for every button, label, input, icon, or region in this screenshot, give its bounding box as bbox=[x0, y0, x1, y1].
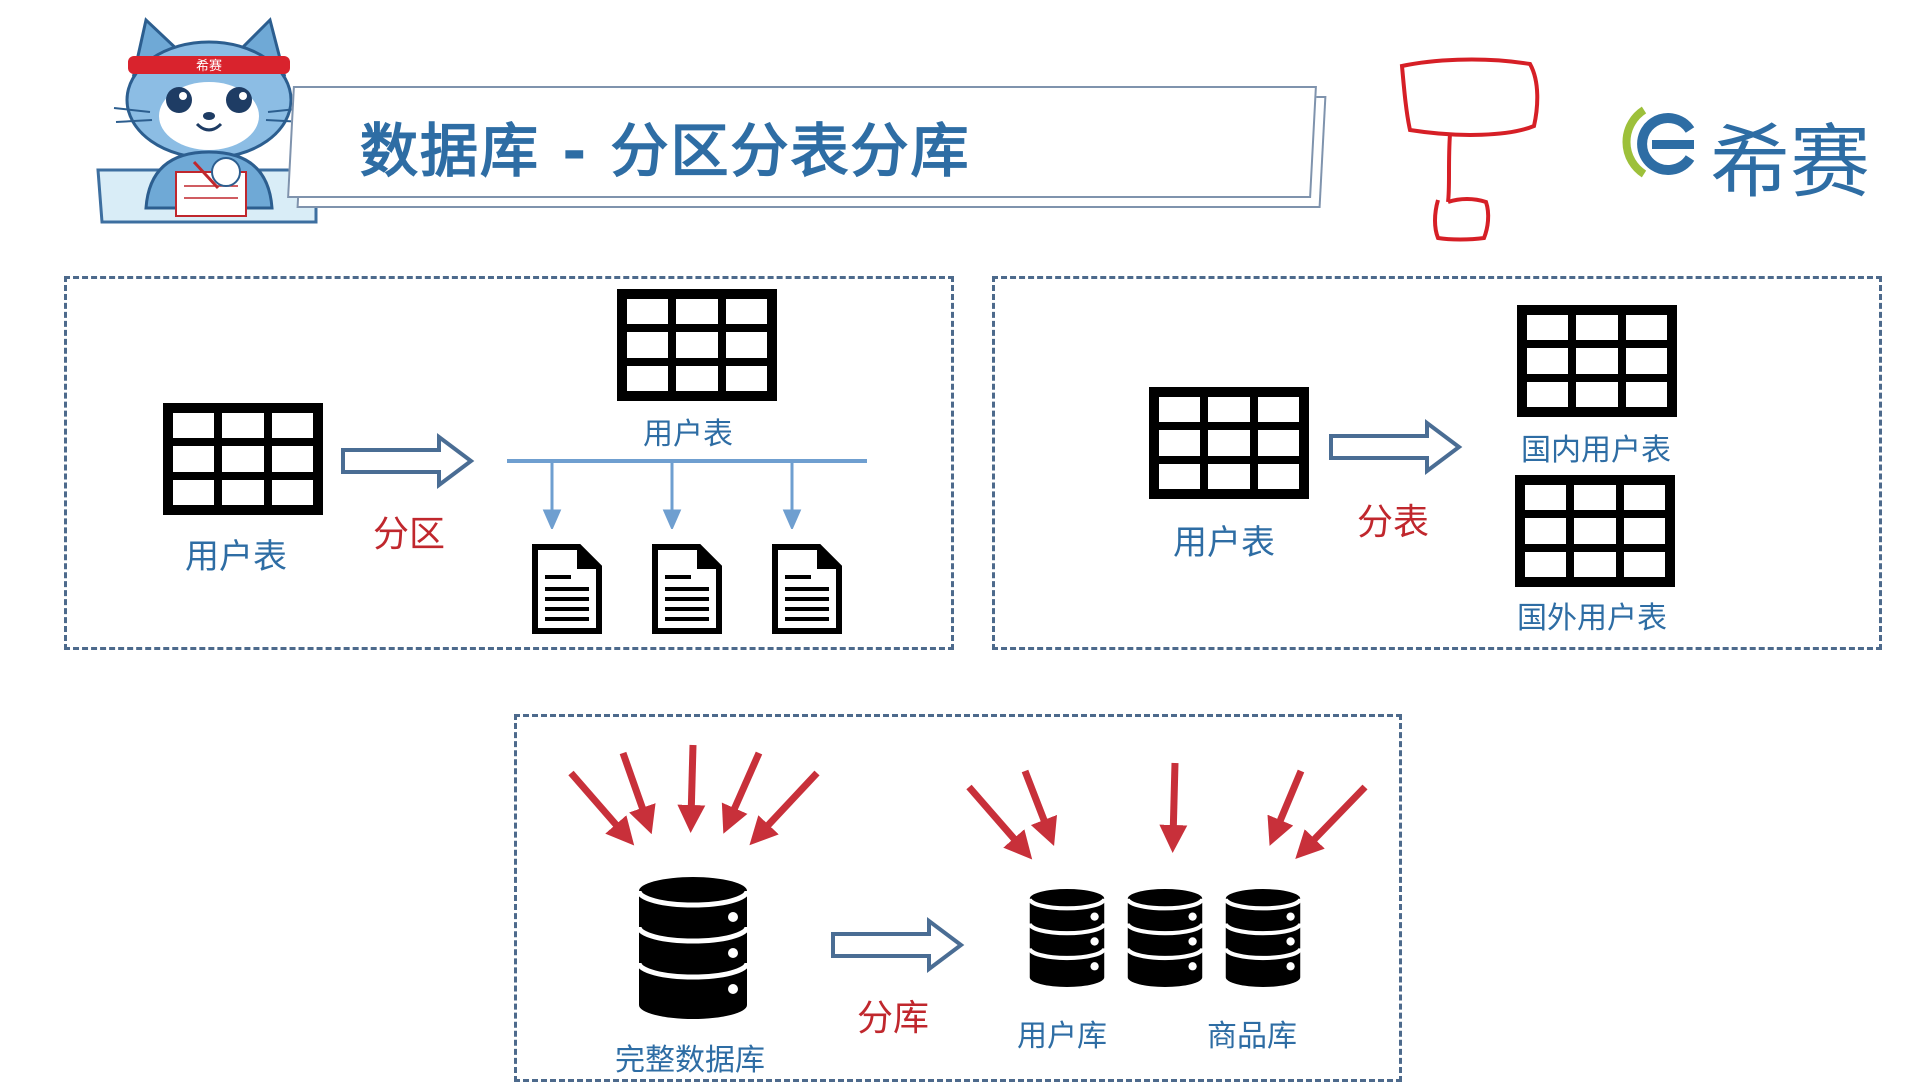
partition-source-label: 用户表 bbox=[185, 537, 287, 577]
database-icon bbox=[1125, 889, 1205, 987]
table-icon bbox=[1149, 387, 1309, 499]
sharding-db-action-label: 分库 bbox=[857, 998, 930, 1039]
panel-sharding-table: 用户表 分表 国内用户表 国外用户表 bbox=[992, 276, 1882, 650]
mascot-cat: 希赛 bbox=[94, 12, 326, 230]
mascot-illustration: 希赛 bbox=[96, 17, 318, 224]
database-icon bbox=[636, 877, 750, 1019]
sharding-db-target-label: 用户库 bbox=[1017, 1019, 1107, 1054]
panel-partition: 用户表 分区 用户表 bbox=[64, 276, 954, 650]
sharding-table-source-label: 用户表 bbox=[1173, 523, 1275, 563]
red-scribble bbox=[1390, 52, 1550, 242]
brand-name: 希赛 bbox=[1710, 116, 1870, 209]
brand-logo-icon bbox=[1620, 102, 1710, 182]
sharding-db-target-label: 商品库 bbox=[1207, 1019, 1297, 1054]
table-icon bbox=[1515, 475, 1675, 587]
mascot-band-text: 希赛 bbox=[196, 58, 222, 74]
database-icon bbox=[1027, 889, 1107, 987]
document-icon bbox=[652, 544, 722, 634]
incoming-red-arrows bbox=[568, 744, 820, 846]
table-icon bbox=[617, 289, 777, 401]
panel-sharding-db: 完整数据库 分库 用户库 商品库 bbox=[514, 714, 1402, 1082]
hollow-right-arrow-icon bbox=[1329, 419, 1463, 475]
partition-action-label: 分区 bbox=[373, 514, 446, 555]
document-icon bbox=[772, 544, 842, 634]
page-title: 数据库 - 分区分表分库 bbox=[360, 117, 971, 185]
hollow-right-arrow-icon bbox=[341, 433, 475, 489]
sharding-table-action-label: 分表 bbox=[1357, 502, 1430, 543]
sharding-table-target-label: 国外用户表 bbox=[1517, 601, 1667, 636]
partition-branch-lines bbox=[507, 459, 867, 529]
document-icon bbox=[532, 544, 602, 634]
hollow-right-arrow-icon bbox=[831, 917, 965, 973]
sharding-table-target-label: 国内用户表 bbox=[1521, 433, 1671, 468]
partition-target-label: 用户表 bbox=[643, 417, 733, 452]
table-icon bbox=[163, 403, 323, 515]
sharding-db-source-label: 完整数据库 bbox=[615, 1043, 765, 1078]
database-icon bbox=[1223, 889, 1303, 987]
table-icon bbox=[1517, 305, 1677, 417]
incoming-red-arrows bbox=[966, 762, 1368, 860]
